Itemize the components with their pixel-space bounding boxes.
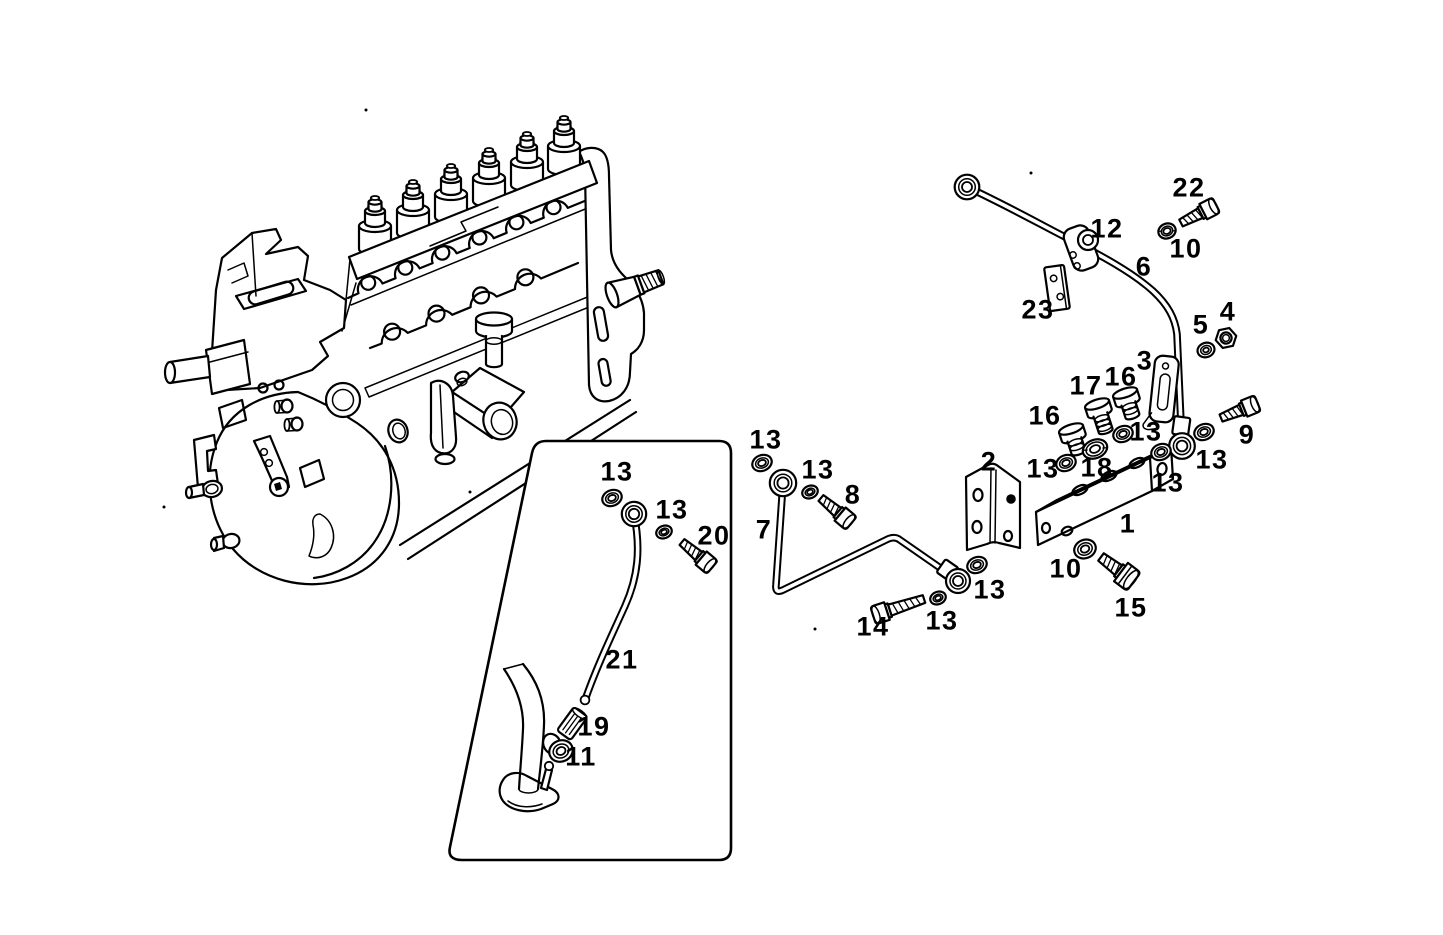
banjo-bolt-17	[1082, 394, 1120, 439]
governor-housing	[208, 381, 401, 586]
scan-specks	[162, 108, 1033, 631]
bracket-3	[1142, 354, 1180, 431]
governor-fittings	[184, 433, 291, 553]
callout-13-e: 13	[749, 424, 783, 455]
washer-13-c	[963, 552, 991, 578]
bracket-2	[964, 462, 1022, 552]
callout-16-a: 16	[1104, 361, 1138, 392]
callout-6: 6	[1135, 251, 1153, 282]
top-right-fasteners	[1155, 196, 1238, 361]
nut-4	[1214, 326, 1238, 350]
callout-20: 20	[697, 520, 731, 551]
callout-15: 15	[1114, 592, 1148, 623]
callout-23: 23	[1021, 294, 1055, 325]
callout-21: 21	[605, 644, 639, 675]
callout-13-d: 13	[1151, 467, 1185, 498]
pipe-21	[579, 500, 648, 706]
callout-10-a: 10	[1169, 233, 1203, 264]
callout-18: 18	[1080, 452, 1114, 483]
plate-23	[1043, 263, 1071, 313]
callout-22: 22	[1172, 172, 1206, 203]
callout-1: 1	[1119, 508, 1137, 539]
callout-7: 7	[755, 514, 773, 545]
feed-pump-primer	[446, 311, 526, 441]
manifold-block-1	[1034, 444, 1175, 547]
washer-13-d	[927, 588, 949, 608]
washer-5	[1194, 339, 1218, 361]
pump-end-plate	[577, 146, 646, 403]
callout-16-b: 16	[1028, 400, 1062, 431]
callout-2: 2	[980, 446, 998, 477]
washer-13-h	[1190, 419, 1218, 445]
callout-3: 3	[1136, 345, 1154, 376]
callout-13-i: 13	[600, 456, 634, 487]
callout-12: 12	[1090, 213, 1124, 244]
callout-19: 19	[577, 711, 611, 742]
callout-11: 11	[565, 741, 597, 772]
callout-4: 4	[1219, 296, 1237, 327]
camshaft-stub	[604, 269, 666, 309]
fitting-11	[539, 732, 574, 792]
delivery-valve-holders	[347, 114, 599, 281]
bolt-15	[1092, 546, 1143, 593]
callout-13-j: 13	[655, 494, 689, 525]
pipe-6-assembly	[953, 173, 1186, 450]
sleeve-19	[556, 706, 588, 741]
callout-10-b: 10	[1049, 553, 1083, 584]
callout-13-c: 13	[1195, 444, 1229, 475]
side-cover-bracket	[429, 379, 458, 466]
suction-pipe-with-foot	[498, 662, 560, 813]
drive-shaft	[163, 338, 252, 396]
callout-13-a: 13	[1129, 416, 1163, 447]
pipe-6-end-fitting	[1147, 393, 1263, 465]
callout-13-f: 13	[801, 454, 835, 485]
inset-panel	[448, 439, 733, 862]
callout-14: 14	[856, 611, 890, 642]
callout-17: 17	[1069, 370, 1103, 401]
callout-8: 8	[844, 479, 862, 510]
callout-5: 5	[1192, 309, 1210, 340]
clamp-12	[1062, 224, 1100, 272]
callout-13-g: 13	[925, 605, 959, 636]
pipe-7-assembly	[748, 450, 991, 626]
injection-pump-drawing	[162, 108, 1033, 631]
callout-9: 9	[1238, 419, 1256, 450]
washer-13-b	[799, 482, 821, 502]
callout-13-h: 13	[973, 574, 1007, 605]
callout-13-b: 13	[1026, 453, 1060, 484]
